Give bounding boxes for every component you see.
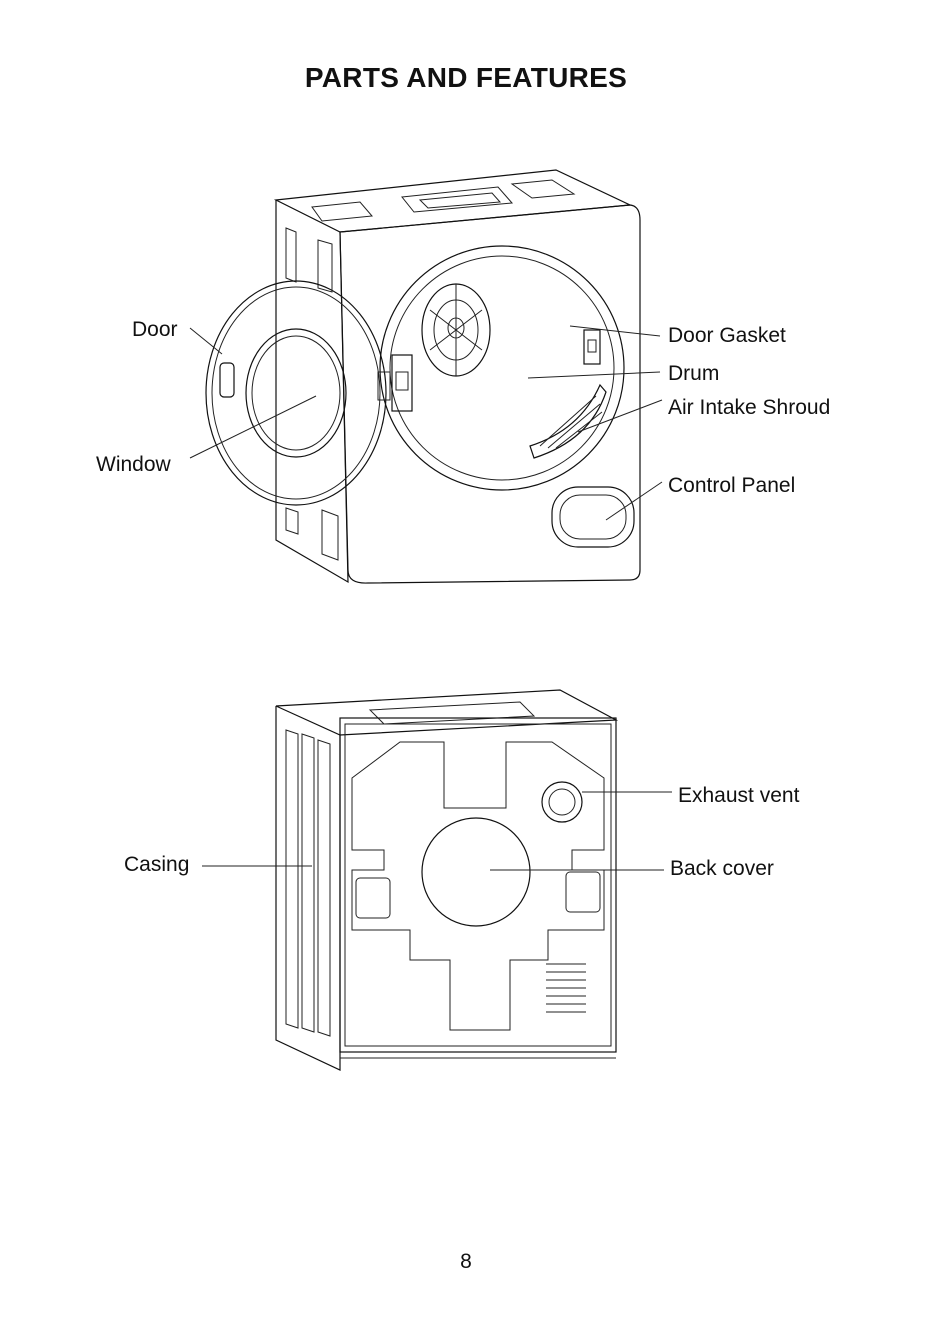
label-drum: Drum [668,362,719,386]
label-door-gasket: Door Gasket [668,324,786,348]
label-window: Window [96,453,171,477]
label-back-cover: Back cover [670,857,774,881]
label-air-intake-shroud: Air Intake Shroud [668,396,840,420]
label-door: Door [132,318,178,342]
label-casing: Casing [124,853,189,877]
label-exhaust-vent: Exhaust vent [678,784,799,808]
page-number: 8 [0,1250,932,1274]
label-control-panel: Control Panel [668,474,795,498]
